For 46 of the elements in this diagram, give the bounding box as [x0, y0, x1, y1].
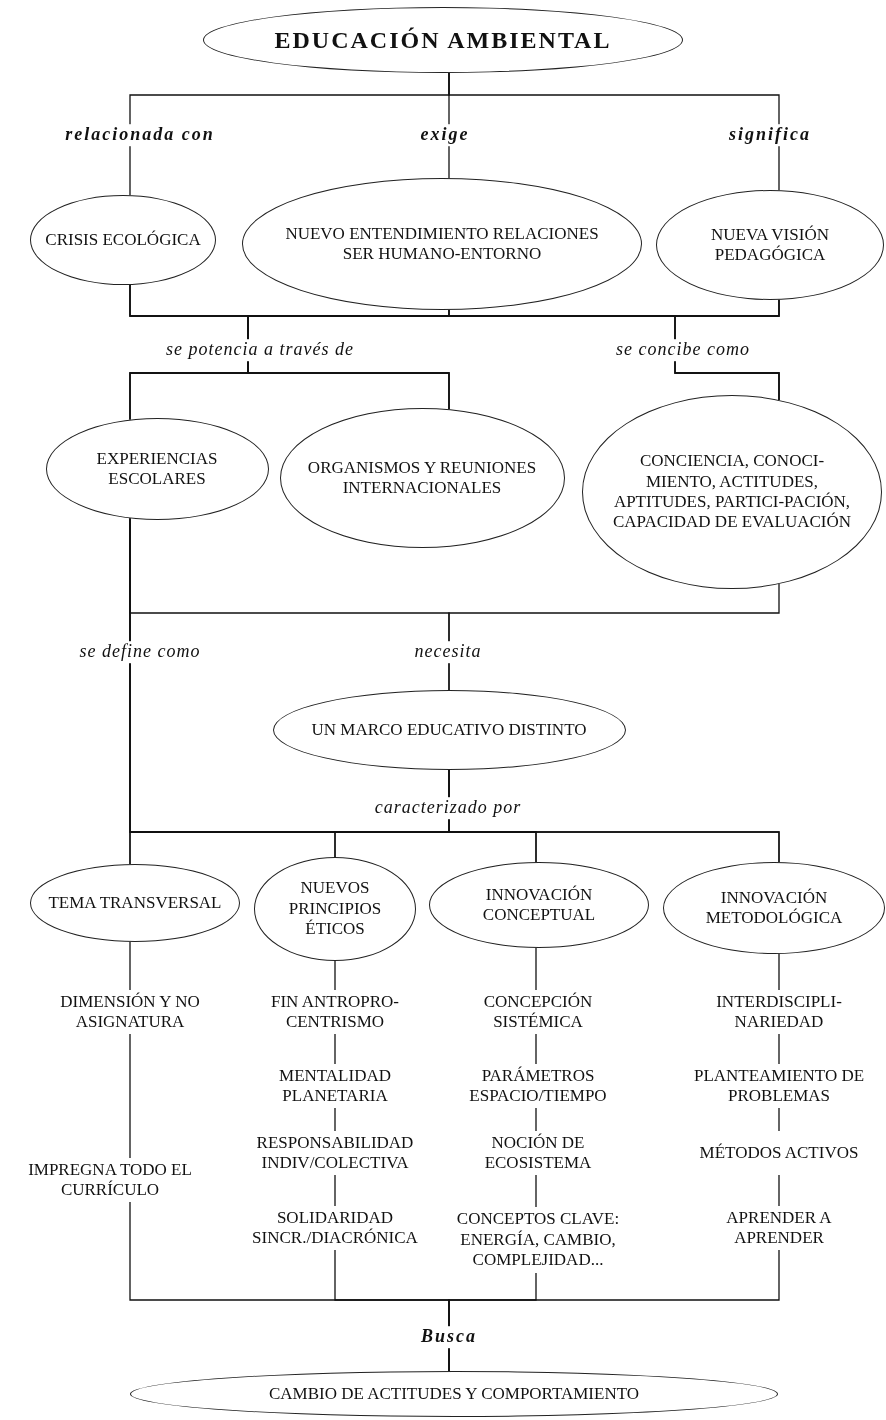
connector-line	[535, 1107, 537, 1132]
concept-label: NUEVA VISIÓN PEDAGÓGICA	[710, 224, 830, 266]
concept-label: UN MARCO EDUCATIVO DISTINTO	[311, 719, 587, 741]
connector-line	[334, 1033, 336, 1065]
concept-label: RESPONSABILIDAD INDIV/COLECTIVA	[255, 1132, 415, 1174]
connector-line	[448, 1249, 780, 1372]
concept-label: CONCEPCIÓN SISTÉMICA	[482, 991, 594, 1033]
concept-label: FIN ANTROPRO-CENTRISMO	[270, 991, 400, 1033]
connector-line	[448, 769, 780, 863]
connector-line	[129, 941, 131, 991]
concept-label: INNOVACIÓN METODOLÓGICA	[704, 887, 844, 929]
connector-line	[448, 72, 780, 191]
connector-line	[535, 1033, 537, 1065]
concept-label: CAMBIO DE ACTITUDES Y COMPORTAMIENTO	[268, 1383, 640, 1405]
connector-line	[334, 1174, 336, 1207]
connector-line	[778, 1174, 780, 1207]
concept-label: MÉTODOS ACTIVOS	[699, 1142, 859, 1164]
concept-label: EXPERIENCIAS ESCOLARES	[95, 448, 219, 490]
concept-label: NOCIÓN DE ECOSISTEMA	[483, 1132, 593, 1174]
concept-label: ORGANISMOS Y REUNIONES INTERNACIONALES	[306, 457, 538, 499]
connector-line	[535, 947, 537, 991]
connector-line	[674, 299, 780, 401]
connector-line	[448, 583, 780, 691]
connector-line	[334, 960, 336, 991]
concept-label: INTERDISCIPLI-NARIEDAD	[715, 991, 843, 1033]
connector-line	[778, 1033, 780, 1065]
concept-label: TEMA TRANSVERSAL	[48, 892, 222, 914]
concept-label: CONCIENCIA, CONOCI-MIENTO, ACTITUDES, APTITUDES, PARTICI-PACIÓN, CAPACIDAD DE EVALUACIÓN	[612, 451, 852, 533]
connector-line	[129, 1033, 131, 1159]
connector-line	[334, 1107, 336, 1132]
concept-label: CRISIS ECOLÓGICA	[45, 229, 201, 251]
concept-label: INNOVACIÓN CONCEPTUAL	[481, 884, 597, 926]
concept-label: DIMENSIÓN Y NO ASIGNATURA	[59, 991, 201, 1033]
concept-label: EDUCACIÓN AMBIENTAL	[274, 25, 612, 55]
concept-label: CONCEPTOS CLAVE: ENERGÍA, CAMBIO, COMPLEJIDAD...	[455, 1209, 621, 1271]
concept-label: NUEVOS PRINCIPIOS ÉTICOS	[287, 878, 383, 940]
connector-line	[778, 953, 780, 991]
connector-line	[535, 1174, 537, 1208]
concept-label: APRENDER A APRENDER	[725, 1207, 833, 1249]
concept-label: NUEVO ENTENDIMIENTO RELACIONES SER HUMANO-ENTORNO	[284, 223, 600, 265]
concept-label: PARÁMETROS ESPACIO/TIEMPO	[468, 1065, 608, 1107]
concept-label: PLANTEAMIENTO DE PROBLEMAS	[692, 1065, 866, 1107]
concept-label: MENTALIDAD PLANETARIA	[278, 1065, 392, 1107]
connector-line	[778, 1107, 780, 1132]
concept-label: IMPREGNA TODO EL CURRÍCULO	[27, 1159, 193, 1201]
concept-label: SOLIDARIDAD SINCR./DIACRÓNICA	[251, 1207, 419, 1249]
